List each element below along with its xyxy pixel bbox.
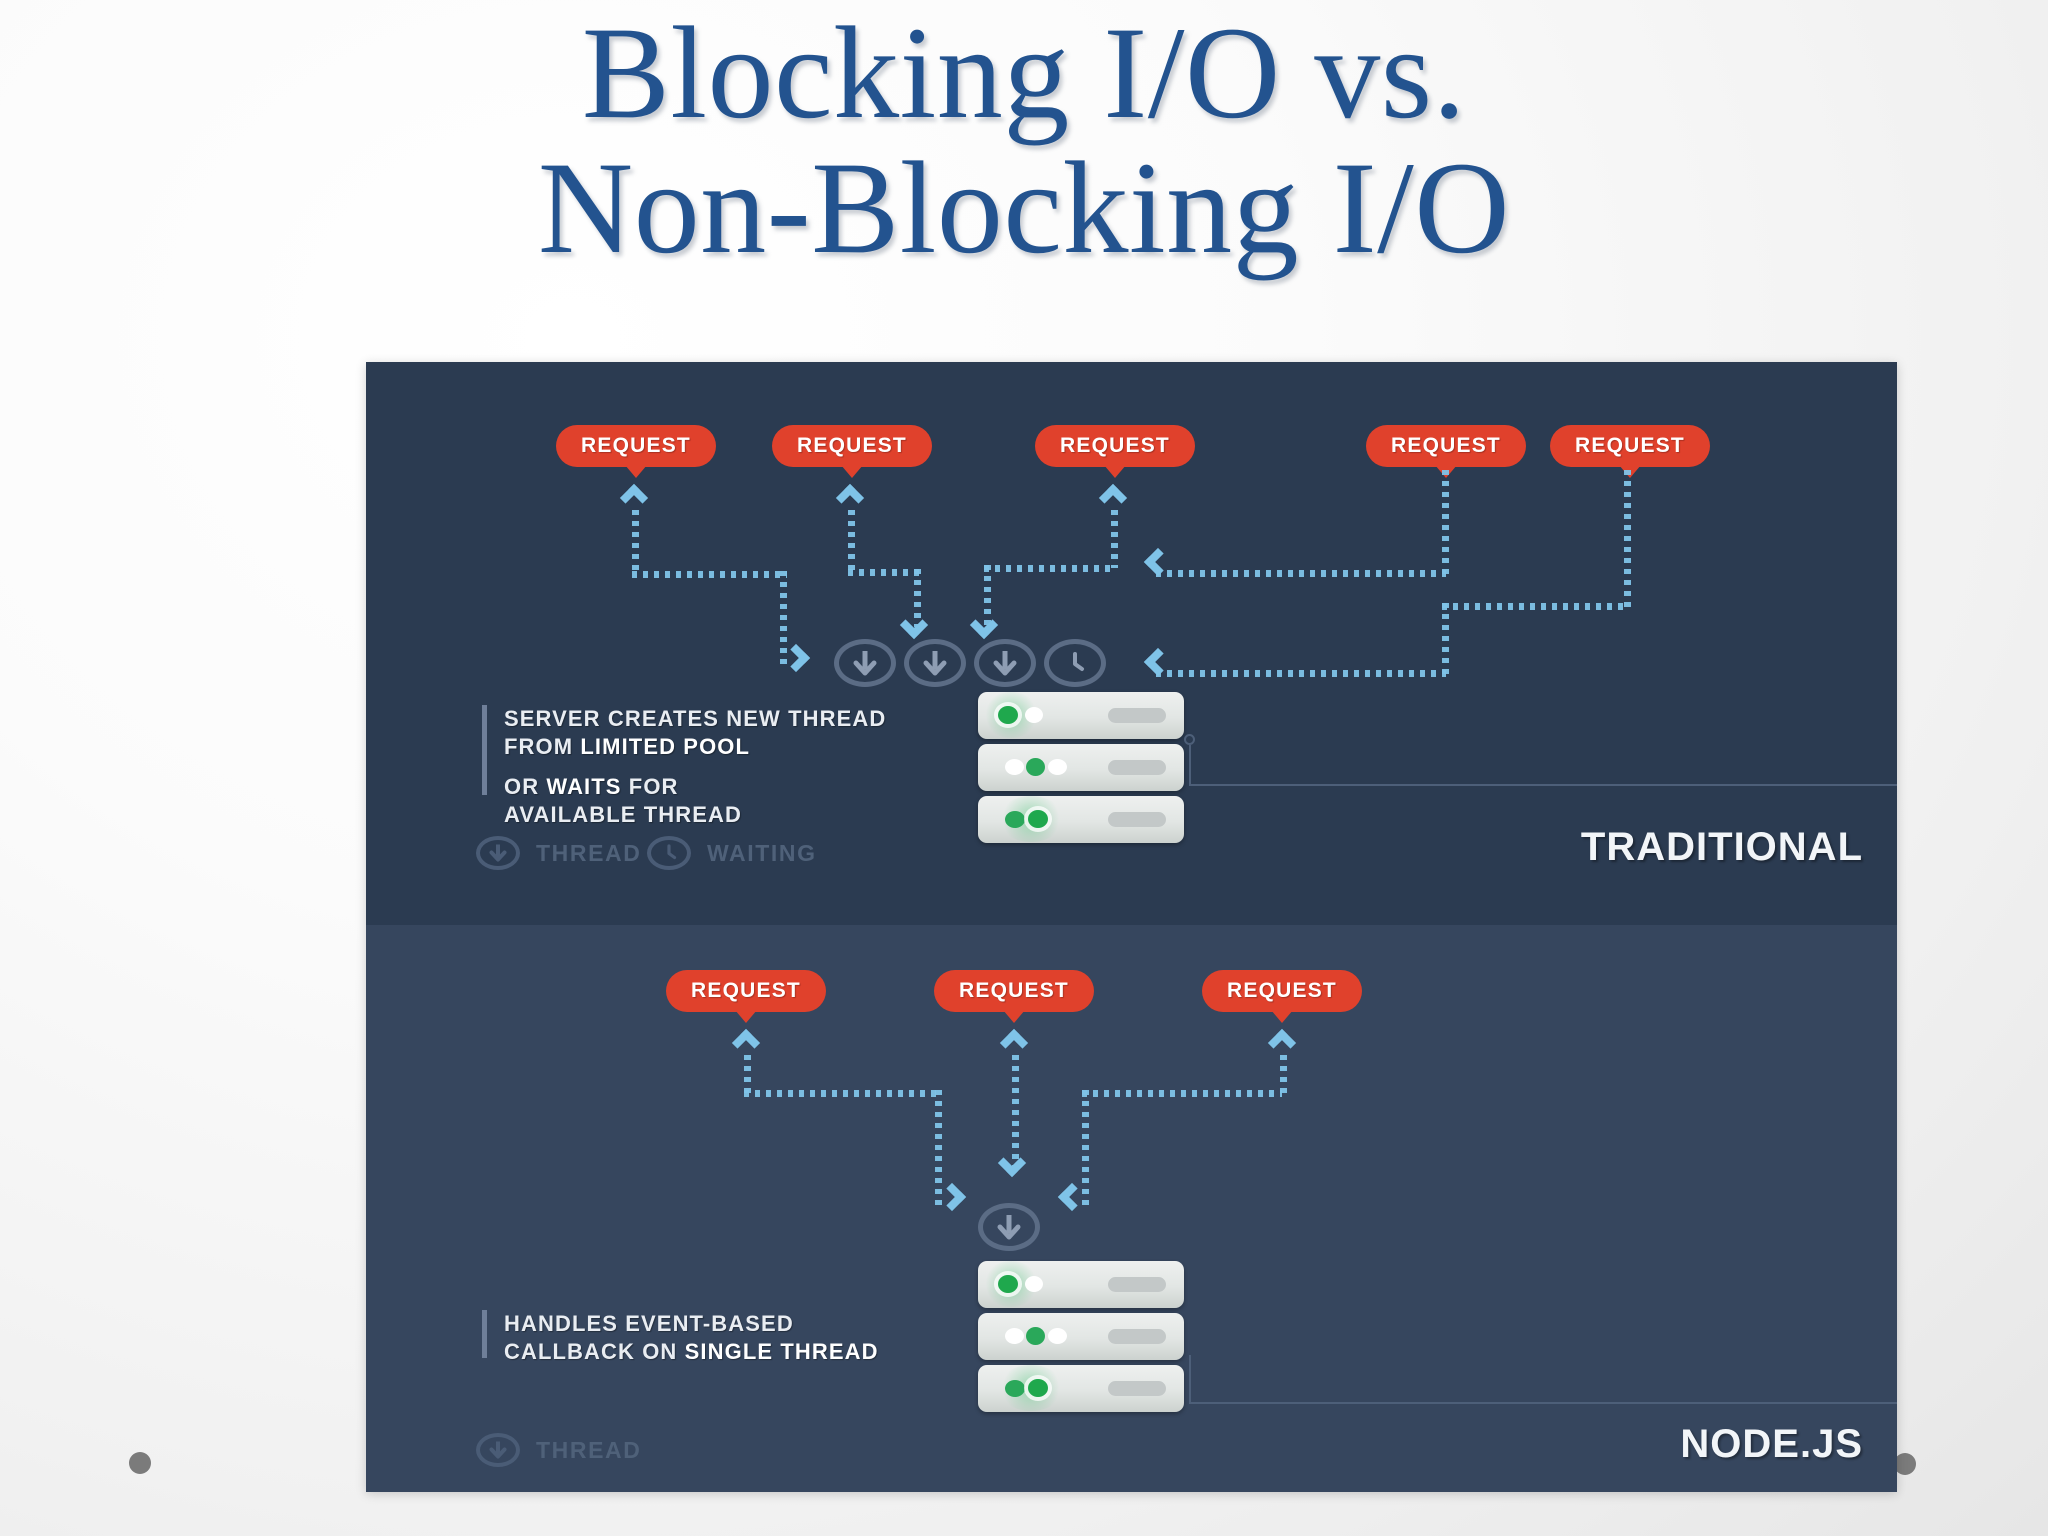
flow-line [984, 565, 1116, 572]
legend-label: THREAD [536, 839, 642, 866]
nodejs-description: HANDLES EVENT-BASED CALLBACK ON SINGLE T… [504, 1310, 934, 1366]
desc-accent-bar [482, 1310, 487, 1358]
request-pill: REQUEST [666, 970, 826, 1023]
flow-line [848, 510, 855, 572]
desc-line: OR [504, 774, 547, 800]
server-rack-nodejs [978, 1261, 1184, 1417]
flow-line [1442, 470, 1449, 575]
desc-line: HANDLES EVENT-BASED [504, 1311, 794, 1336]
flow-line [1624, 470, 1631, 608]
flow-line [914, 569, 921, 627]
thread-node-icon [974, 639, 1036, 687]
flow-line [1111, 510, 1118, 568]
server-connector [1184, 734, 1897, 794]
flow-line [744, 1090, 942, 1097]
legend-label: THREAD [536, 1436, 642, 1463]
flow-line [1082, 1090, 1089, 1205]
flow-line [1442, 603, 1628, 610]
traditional-description: SERVER CREATES NEW THREAD FROM LIMITED P… [504, 705, 924, 830]
desc-accent-bar [482, 705, 487, 795]
thread-node-icon [834, 639, 896, 687]
rack-unit [978, 796, 1184, 843]
flow-arrow-up [1267, 1028, 1297, 1058]
decorative-dot-right [1894, 1453, 1916, 1475]
flow-arrow-right [781, 643, 811, 673]
flow-arrow-left [1143, 647, 1173, 677]
flow-line [848, 569, 920, 576]
decorative-dot-left [129, 1452, 151, 1474]
rack-unit [978, 1313, 1184, 1360]
desc-emphasis: WAITS [546, 774, 622, 800]
flow-line [935, 1090, 942, 1205]
server-connector [1184, 1355, 1897, 1415]
flow-line [1012, 1055, 1019, 1167]
legend-waiting: WAITING [647, 836, 817, 870]
desc-line: FOR [621, 774, 679, 800]
thread-node-icon [904, 639, 966, 687]
flow-arrow-left [1143, 547, 1173, 577]
flow-line [632, 510, 639, 574]
flow-line [1156, 670, 1446, 677]
flow-arrow-up [619, 483, 649, 513]
brand-label-traditional: TRADITIONAL [1580, 825, 1863, 869]
request-pill: REQUEST [1550, 425, 1710, 478]
rack-unit [978, 692, 1184, 739]
desc-line: CALLBACK ON [504, 1339, 685, 1365]
request-pill: REQUEST [1366, 425, 1526, 478]
legend-thread: THREAD [476, 836, 641, 870]
legend-label: WAITING [707, 839, 817, 866]
rack-unit [978, 1261, 1184, 1308]
flow-arrow-down [969, 610, 999, 640]
flow-line [1442, 603, 1449, 675]
flow-line [744, 1055, 751, 1093]
flow-arrow-left [1057, 1182, 1087, 1212]
request-pill: REQUEST [772, 425, 932, 478]
clock-icon [647, 836, 691, 870]
desc-emphasis: SINGLE THREAD [684, 1339, 879, 1365]
infographic-image: REQUEST REQUEST REQUEST REQUEST REQUEST [366, 362, 1897, 1492]
request-pill: REQUEST [934, 970, 1094, 1023]
request-pill: REQUEST [1202, 970, 1362, 1023]
flow-arrow-up [835, 483, 865, 513]
request-pill: REQUEST [556, 425, 716, 478]
desc-line: FROM [504, 734, 581, 760]
flow-arrow-down [997, 1148, 1027, 1178]
legend-thread: THREAD [476, 1433, 641, 1467]
flow-arrow-up [999, 1028, 1029, 1058]
flow-line [1156, 570, 1446, 577]
flow-arrow-right [937, 1182, 967, 1212]
waiting-clock-node-icon [1044, 639, 1106, 687]
desc-line: SERVER CREATES NEW THREAD [504, 706, 887, 731]
flow-arrow-down [899, 610, 929, 640]
rack-unit [978, 744, 1184, 791]
rack-unit [978, 1365, 1184, 1412]
flow-line [632, 571, 787, 578]
flow-arrow-up [731, 1028, 761, 1058]
server-rack-traditional [978, 692, 1184, 848]
flow-line [780, 571, 787, 669]
flow-line [984, 565, 991, 627]
request-pill: REQUEST [1035, 425, 1195, 478]
flow-line [1082, 1090, 1282, 1097]
page-title: Blocking I/O vs. Non-Blocking I/O [537, 0, 1511, 281]
brand-label-nodejs: NODE.JS [1680, 1422, 1863, 1466]
flow-line [1280, 1055, 1287, 1093]
desc-emphasis: LIMITED POOL [580, 734, 751, 760]
thread-icon [476, 1433, 520, 1467]
flow-arrow-up [1098, 483, 1128, 513]
panel-nodejs: REQUEST REQUEST REQUEST HANDLES EVENT-B [366, 925, 1897, 1492]
desc-line: AVAILABLE THREAD [504, 802, 742, 828]
thread-icon [476, 836, 520, 870]
panel-traditional: REQUEST REQUEST REQUEST REQUEST REQUEST [366, 362, 1897, 925]
thread-node-icon [978, 1203, 1040, 1251]
